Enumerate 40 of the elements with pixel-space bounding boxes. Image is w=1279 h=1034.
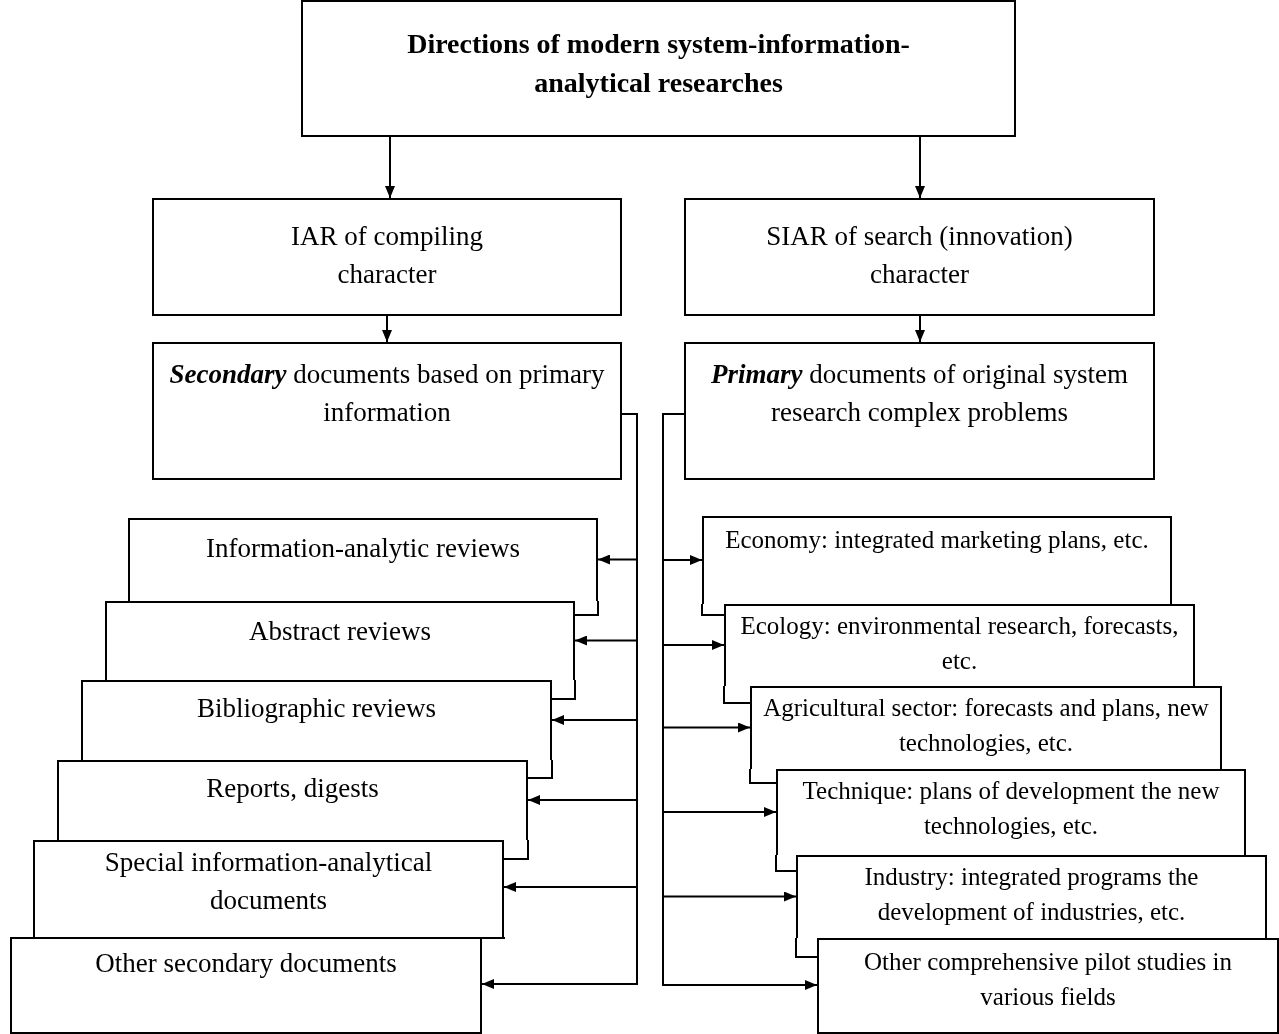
document-card	[796, 855, 1267, 938]
document-card	[817, 938, 1279, 1034]
box-label: Primary documents of original system research complex problems	[710, 358, 1129, 429]
box-label: Industry: integrated programs the development of industries, etc.	[863, 862, 1200, 927]
arrow	[915, 136, 925, 199]
arrow	[662, 413, 818, 990]
document-card	[57, 760, 528, 840]
box-label: Information-analytic reviews	[204, 532, 522, 565]
box-label: Agricultural sector: forecasts and plans, new technologies, etc.	[762, 693, 1210, 758]
box-label: Bibliographic reviews	[195, 692, 438, 725]
document-card	[10, 937, 482, 1034]
box-label: Ecology: environmental research, forecasts, etc.	[739, 611, 1180, 676]
box-label: Abstract reviews	[247, 615, 433, 648]
box-label: Economy: integrated marketing plans, etc.	[724, 525, 1150, 555]
title-box	[301, 0, 1016, 137]
document-type-box	[684, 342, 1155, 480]
box-label: Other comprehensive pilot studies in various fields	[863, 947, 1233, 1012]
box-label: Secondary documents based on primary information	[168, 358, 606, 429]
document-card	[776, 769, 1246, 855]
box-label: Reports, digests	[205, 772, 380, 805]
document-card	[105, 601, 575, 680]
document-card	[33, 840, 504, 937]
document-card	[750, 686, 1222, 769]
box-label: Directions of modern system-information-analytical researches	[406, 27, 911, 101]
arrow	[915, 315, 925, 343]
arrow	[382, 315, 392, 343]
document-card	[702, 516, 1172, 604]
document-card	[81, 680, 552, 760]
box-label: Other secondary documents	[94, 947, 398, 980]
document-card	[128, 518, 598, 601]
arrow	[385, 136, 395, 199]
arrow	[481, 413, 638, 989]
category-box	[684, 198, 1155, 316]
category-box	[152, 198, 622, 316]
box-label: Special information-analytical documents	[103, 846, 434, 917]
box-label: SIAR of search (innovation) character	[765, 220, 1074, 291]
document-card	[724, 604, 1195, 686]
document-type-box	[152, 342, 622, 480]
box-label: IAR of compiling character	[290, 220, 484, 291]
box-label: Technique: plans of development the new technologies, etc.	[801, 776, 1221, 841]
